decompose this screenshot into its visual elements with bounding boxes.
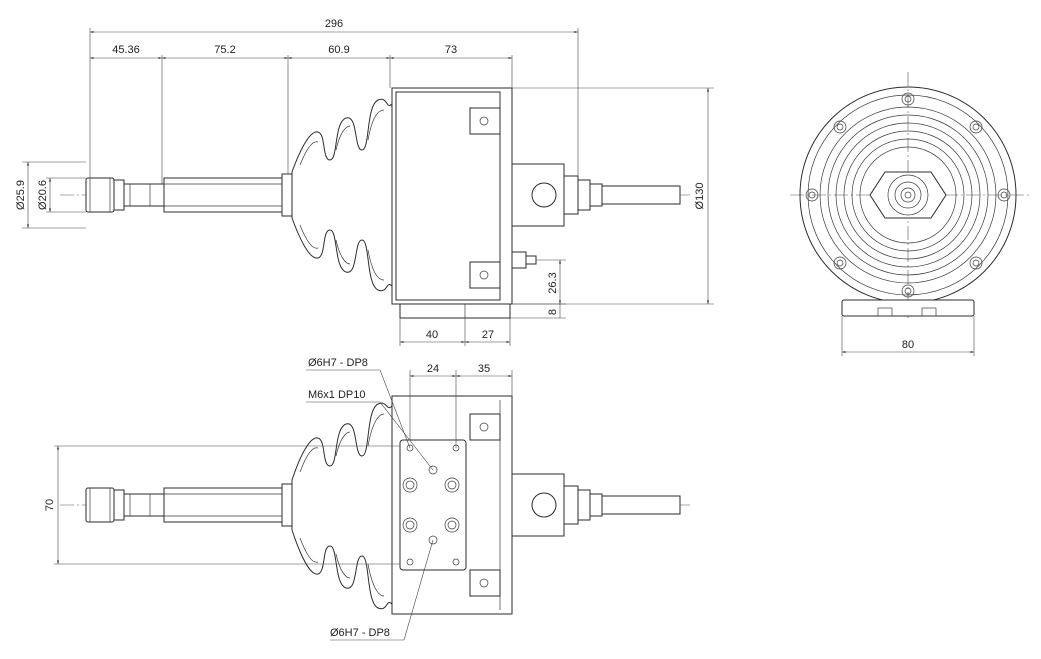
- top-view: 24 35 70 Ø6H7 - DP8 M6x1 DP10 Ø6H7 - DP8: [44, 357, 690, 641]
- side-view: 296 45.36 75.2 60.9 73 Ø25.9 Ø20.6 Ø130: [15, 18, 714, 346]
- dim-hole-offset: 35: [478, 363, 490, 375]
- dim-shaft-inner-dia: Ø20.6: [37, 180, 49, 210]
- dim-plate-height: 70: [44, 499, 56, 511]
- dim-base-height: 8: [547, 309, 559, 315]
- dim-flange-width: 80: [902, 339, 914, 351]
- dim-seg4: 73: [445, 44, 457, 56]
- dim-seg2: 75.2: [214, 44, 235, 56]
- dim-port-height: 26.3: [547, 272, 559, 293]
- end-view: 80: [790, 72, 1030, 356]
- dim-seg3: 60.9: [328, 44, 349, 56]
- callout-dowel-bottom: Ø6H7 - DP8: [330, 627, 390, 639]
- dim-hole-pitch: 24: [427, 363, 439, 375]
- dim-body-dia: Ø130: [694, 183, 706, 210]
- dim-base-len1: 40: [426, 329, 438, 341]
- dim-shaft-outer-dia: Ø25.9: [15, 180, 27, 210]
- dim-base-len2: 27: [482, 329, 494, 341]
- callout-dowel-top: Ø6H7 - DP8: [308, 357, 368, 369]
- callout-thread: M6x1 DP10: [308, 389, 365, 401]
- dim-seg1: 45.36: [112, 44, 140, 56]
- dim-overall-length: 296: [325, 18, 343, 30]
